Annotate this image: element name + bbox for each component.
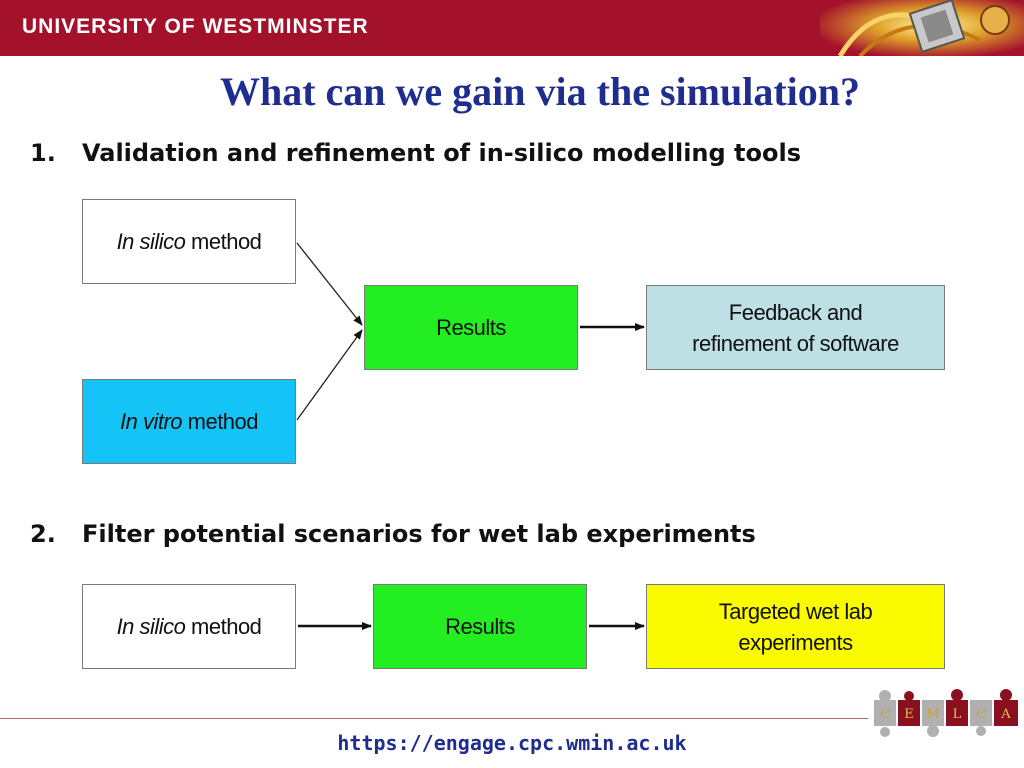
feedback-line-2: refinement of software (692, 330, 899, 356)
cemlca-puzzle-logo: C E M L C A (874, 689, 1018, 737)
in-silico-italic-2: In silico (116, 614, 186, 639)
logo-pieces: C E M L C A (874, 689, 1018, 737)
logo-letter-6: A (1000, 707, 1011, 722)
feedback-box: Feedback and refinement of software (646, 285, 945, 370)
logo-letter-3: M (926, 707, 939, 722)
point-1-number: 1. (30, 139, 56, 167)
logo-letter-1: C (880, 707, 890, 722)
point-2-text: Filter potential scenarios for wet lab e… (82, 520, 756, 548)
in-vitro-italic: In vitro (119, 409, 183, 434)
logo-letter-4: L (953, 707, 962, 722)
targeted-line-2: experiments (738, 629, 853, 655)
in-silico-box-1: In silico method (82, 199, 296, 284)
arrow-vitro-to-results (296, 329, 363, 421)
logo-letter-5: C (976, 707, 986, 722)
logo-letter-2: E (904, 707, 914, 722)
slide-title: What can we gain via the simulation? (219, 69, 861, 114)
point-2: 2. Filter potential scenarios for wet lab… (30, 520, 756, 548)
targeted-line-1: Targeted wet lab (718, 598, 873, 624)
point-2-number: 2. (30, 520, 56, 548)
university-name: UNIVERSITY OF WESTMINSTER (22, 15, 369, 38)
in-vitro-method: method (182, 409, 259, 434)
footer-divider (0, 718, 868, 719)
header-bar: UNIVERSITY OF WESTMINSTER (0, 0, 1024, 56)
crest-graphic (820, 0, 1024, 56)
results-label-1: Results (436, 315, 506, 340)
arrow-silico-to-results (296, 242, 363, 326)
in-vitro-box: In vitro method (82, 379, 296, 464)
in-silico-method-2: method (185, 614, 262, 639)
targeted-box: Targeted wet lab experiments (646, 584, 945, 669)
in-silico-italic-1: In silico (116, 229, 186, 254)
point-1: 1. Validation and refinement of in-silico… (30, 139, 801, 167)
results-label-2: Results (445, 614, 515, 639)
footer-url[interactable]: https://engage.cpc.wmin.ac.uk (0, 731, 1024, 755)
point-1-text: Validation and refinement of in-silico m… (82, 139, 802, 167)
in-silico-box-2: In silico method (82, 584, 296, 669)
in-silico-method-1: method (185, 229, 262, 254)
footer-url-text[interactable]: https://engage.cpc.wmin.ac.uk (337, 731, 687, 755)
results-box-2: Results (373, 584, 587, 669)
results-box-1: Results (364, 285, 578, 370)
feedback-line-1: Feedback and (728, 299, 863, 325)
